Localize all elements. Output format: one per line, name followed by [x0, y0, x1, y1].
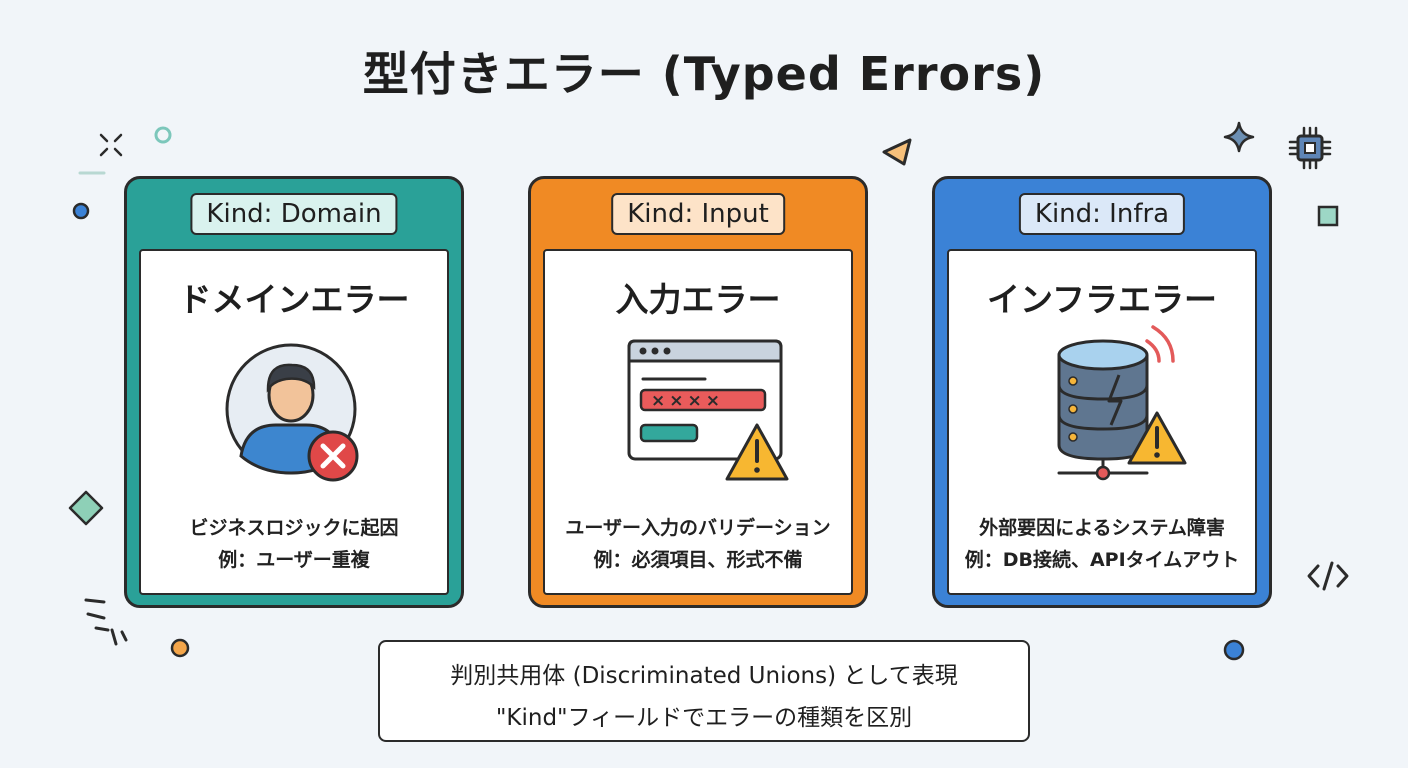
code-icon	[1307, 561, 1349, 591]
page-title: 型付きエラー (Typed Errors)	[362, 47, 1046, 101]
orange-dot-decoration	[170, 638, 190, 658]
sparkle-cross-icon	[99, 133, 123, 157]
user-error-icon	[225, 343, 359, 482]
card-infra-heading: インフラエラー	[986, 280, 1217, 319]
card-infra-body: インフラエラー 外部要因によるシステム障害 例：DB接続、APIタイムアウト	[947, 249, 1257, 595]
card-infra-error: Kind: Infra インフラエラー 外部要因によるシステム障害 例：DB接続…	[932, 176, 1272, 608]
summary-line-1: 判別共用体 (Discriminated Unions) として表現	[450, 663, 958, 689]
burst-lines-decoration	[84, 598, 128, 646]
password-mask: ××××	[651, 391, 724, 411]
card-infra-description: 外部要因によるシステム障害	[979, 517, 1225, 539]
chip-icon	[1288, 126, 1332, 170]
blue-dot-decoration	[72, 202, 90, 220]
card-domain-heading: ドメインエラー	[178, 280, 410, 319]
green-square-decoration	[1317, 205, 1339, 227]
card-input-description: ユーザー入力のバリデーション	[565, 517, 831, 539]
card-domain-error: Kind: Domain ドメインエラー ビジネスロジックに起因 例：ユーザー重…	[124, 176, 464, 608]
card-domain-example: 例：ユーザー重複	[218, 549, 370, 571]
form-warning-icon: ××××	[627, 339, 789, 481]
database-warning-icon	[1057, 325, 1187, 481]
blue-dot-decoration-bottom	[1223, 639, 1245, 661]
card-input-body: 入力エラー ×××× ユーザー入力のバリデーション 例：必須項目、形式不備	[543, 249, 853, 595]
kind-badge-input: Kind: Input	[611, 193, 785, 235]
card-input-error: Kind: Input 入力エラー ×××× ユーザー入力のバリデーション 例：…	[528, 176, 868, 608]
summary-line-2: "Kind"フィールドでエラーの種類を区別	[495, 705, 913, 731]
card-input-example: 例：必須項目、形式不備	[593, 549, 803, 571]
summary-box: 判別共用体 (Discriminated Unions) として表現 "Kind…	[378, 640, 1030, 742]
triangle-play-decoration	[882, 138, 912, 166]
card-domain-body: ドメインエラー ビジネスロジックに起因 例：ユーザー重複	[139, 249, 449, 595]
kind-badge-domain: Kind: Domain	[190, 193, 398, 235]
card-infra-example: 例：DB接続、APIタイムアウト	[964, 549, 1240, 571]
dash-decoration	[78, 171, 106, 175]
sparkle-icon	[1223, 121, 1255, 153]
teal-ring-decoration	[154, 126, 172, 144]
kind-badge-infra: Kind: Infra	[1018, 193, 1186, 235]
card-domain-description: ビジネスロジックに起因	[189, 517, 399, 539]
diamond-decoration	[68, 490, 104, 526]
card-input-heading: 入力エラー	[615, 280, 781, 319]
